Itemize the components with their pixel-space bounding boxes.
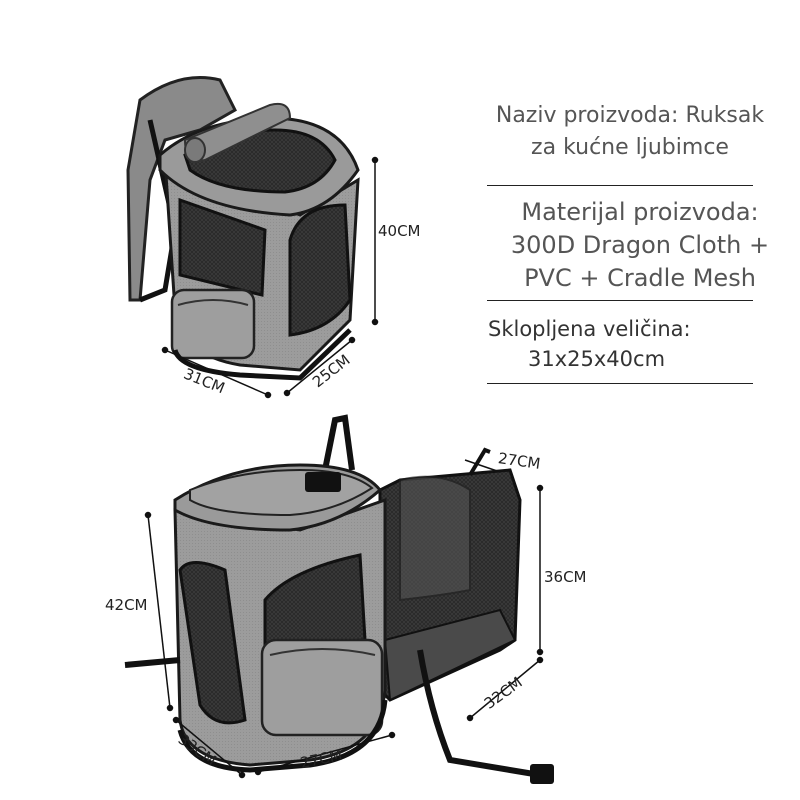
divider: [487, 383, 753, 384]
expanded-dimension-lines: [144, 459, 544, 779]
expanded-backpack: [124, 414, 554, 784]
expanded-height-left-label: 42CM: [105, 596, 148, 614]
material-line1: Materijal proizvoda:: [521, 198, 759, 226]
material-line3: PVC + Cradle Mesh: [524, 264, 756, 292]
folded-height-label: 40CM: [378, 222, 421, 240]
folded-size-value: 31x25x40cm: [528, 347, 666, 371]
product-name-line2: za kućne ljubimce: [531, 135, 729, 160]
folded-size: Sklopljena veličina: 31x25x40cm: [488, 314, 788, 374]
product-name: Naziv proizvoda: Ruksak za kućne ljubimc…: [480, 100, 780, 164]
folded-size-label: Sklopljena veličina:: [488, 317, 691, 341]
folded-backpack: [126, 76, 360, 381]
divider: [487, 300, 753, 301]
divider: [487, 185, 753, 186]
material-line2: 300D Dragon Cloth +: [510, 231, 770, 259]
product-name-line1: Naziv proizvoda: Ruksak: [495, 103, 765, 128]
product-material: Materijal proizvoda: 300D Dragon Cloth +…: [490, 196, 790, 295]
folded-dimension-lines: [161, 156, 379, 399]
expanded-height-right-label: 36CM: [544, 568, 587, 586]
